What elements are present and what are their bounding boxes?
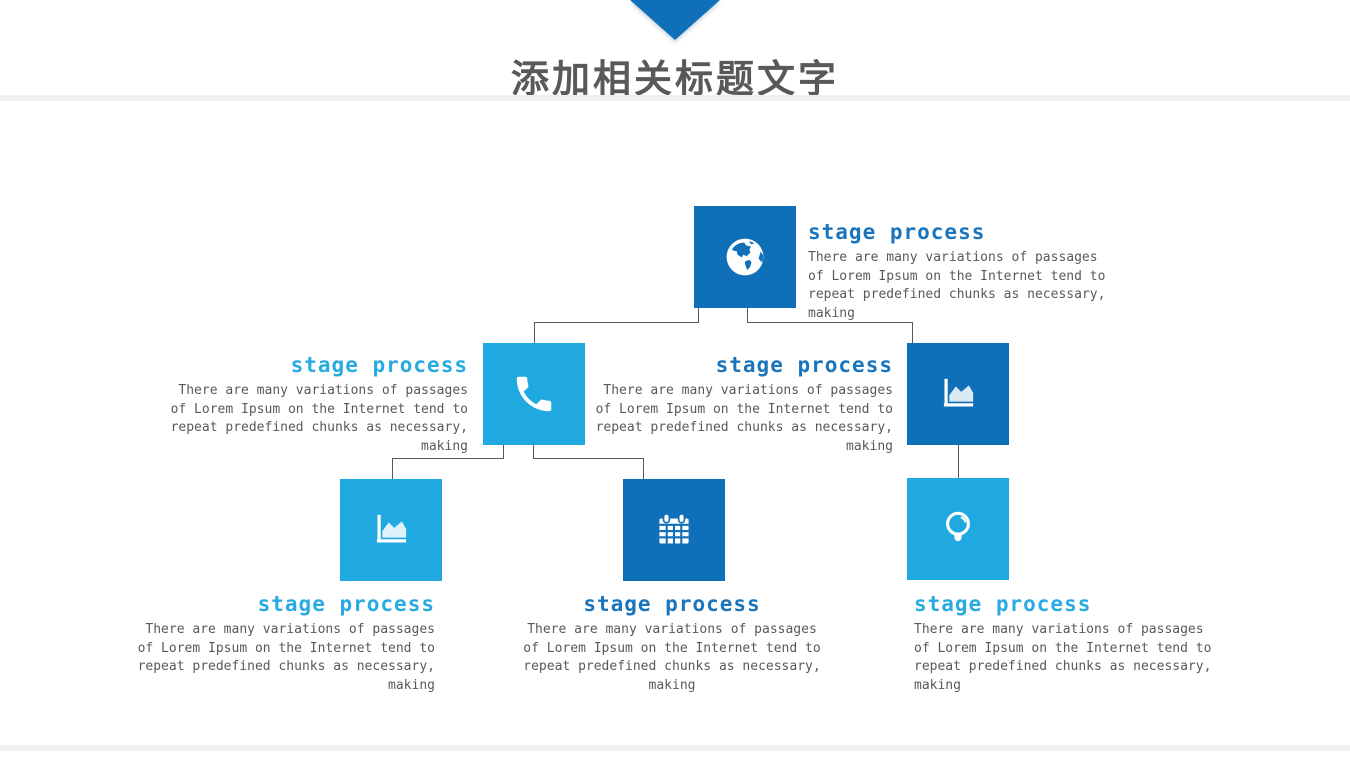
footer-divider [0, 745, 1350, 751]
node-text-row3-right: stage process There are many variations … [914, 592, 1216, 695]
node-tile-calendar [623, 479, 725, 581]
calendar-icon [659, 513, 689, 544]
globe-icon [726, 238, 764, 276]
area-chart-icon [943, 378, 974, 407]
node-description: There are many variations of passages of… [595, 383, 893, 454]
node-heading: stage process [583, 592, 761, 616]
node-heading: stage process [914, 592, 1092, 616]
node-description: There are many variations of passages of… [137, 622, 435, 693]
node-heading: stage process [257, 592, 435, 616]
node-description: There are many variations of passages of… [914, 622, 1212, 693]
node-heading: stage process [808, 220, 986, 244]
node-tile-chart-light [340, 479, 442, 581]
node-text-row2-right: stage process There are many variations … [591, 353, 893, 456]
phone-icon [516, 376, 552, 412]
node-tile-globe [694, 206, 796, 308]
node-heading: stage process [715, 353, 893, 377]
node-text-top: stage process There are many variations … [808, 220, 1110, 323]
node-description: There are many variations of passages of… [170, 383, 468, 454]
area-chart-icon [376, 514, 407, 543]
node-tile-chart-dark [907, 343, 1009, 445]
node-tile-phone [483, 343, 585, 445]
node-heading: stage process [290, 353, 468, 377]
node-tile-lightbulb [907, 478, 1009, 580]
down-arrow-decoration [630, 0, 720, 40]
lightbulb-icon [946, 511, 970, 542]
node-text-row2-left: stage process There are many variations … [166, 353, 468, 456]
slide-title: 添加相关标题文字 [510, 59, 839, 101]
header-divider [0, 95, 1350, 101]
node-text-row3-left: stage process There are many variations … [133, 592, 435, 695]
node-description: There are many variations of passages of… [808, 250, 1106, 321]
node-text-row3-middle: stage process There are many variations … [521, 592, 823, 695]
node-description: There are many variations of passages of… [523, 622, 821, 693]
